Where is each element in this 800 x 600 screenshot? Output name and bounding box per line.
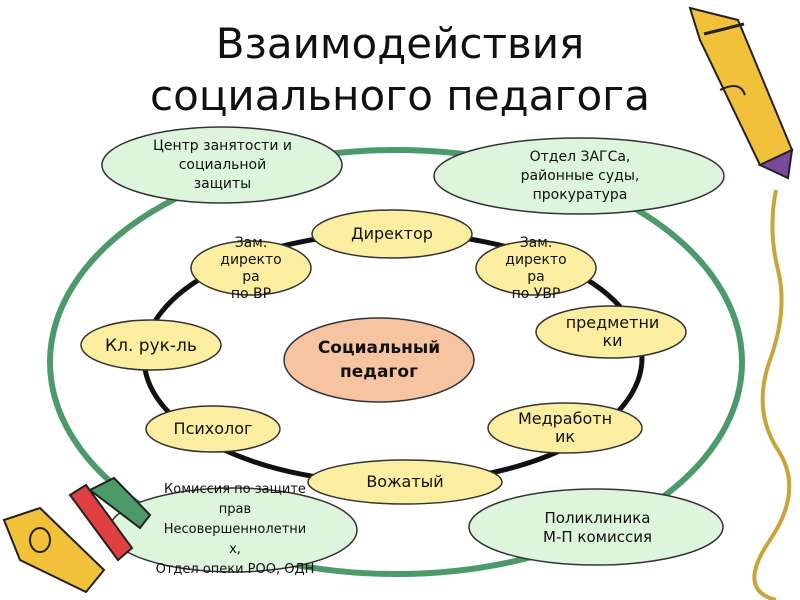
page-title: Взаимодействия социального педагога bbox=[0, 18, 800, 122]
node-tl-label: Центр занятости и социальной защиты bbox=[120, 130, 325, 200]
title-line-1: Взаимодействия bbox=[0, 18, 800, 70]
node-tr-label: Отдел ЗАГСа, районные суды, прокуратура bbox=[450, 140, 710, 212]
node-zam-uvr-label: Зам. директо ра по УВР bbox=[481, 226, 591, 312]
node-psiholog-label: Психолог bbox=[148, 409, 278, 449]
node-director-label: Директор bbox=[312, 212, 472, 256]
node-kl-ruk-label: Кл. рук-ль bbox=[84, 325, 218, 367]
node-vozhatyj-label: Вожатый bbox=[310, 462, 500, 502]
center-node-label: Социальный педагог bbox=[284, 318, 474, 402]
node-br-label: Поликлиника М-П комиссия bbox=[480, 500, 715, 556]
title-line-2: социального педагога bbox=[0, 70, 800, 122]
node-predmetniki-label: предметни ки bbox=[540, 309, 685, 355]
node-medrabotnik-label: Медработн ик bbox=[490, 404, 640, 452]
node-zam-vr-label: Зам. директо ра по ВР bbox=[196, 226, 306, 312]
squiggle-line-icon bbox=[754, 190, 789, 600]
